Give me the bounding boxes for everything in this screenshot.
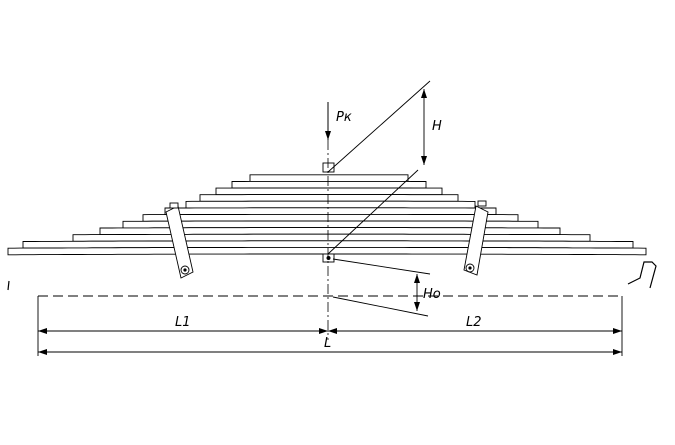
left-clamp [165,202,194,279]
spring-leaf [185,200,476,209]
force-label: Pк [336,110,352,125]
height-top-extension [327,80,431,173]
spring-leaf [99,227,561,236]
spring-leaf [142,213,519,222]
height0-label: Hо [423,287,441,302]
height0-top-extension [332,258,431,275]
spring-leaves [7,174,647,256]
total-span-label: L [324,336,331,351]
left-end-tip [7,280,10,291]
right-span-label: L2 [466,315,482,330]
spring-leaf [164,207,497,216]
height-bottom-extension [327,169,419,255]
left-span-label: L1 [175,315,191,330]
spring-leaf [7,246,647,256]
spring-leaf [72,233,591,242]
height-label: H [432,119,442,134]
height0-bottom-extension [332,296,429,317]
spring-leaf [231,180,427,189]
right-hook [627,261,657,289]
spring-leaf [215,187,443,196]
spring-leaf [199,194,459,202]
right-clamp [463,200,489,276]
spring-leaf [249,174,409,182]
